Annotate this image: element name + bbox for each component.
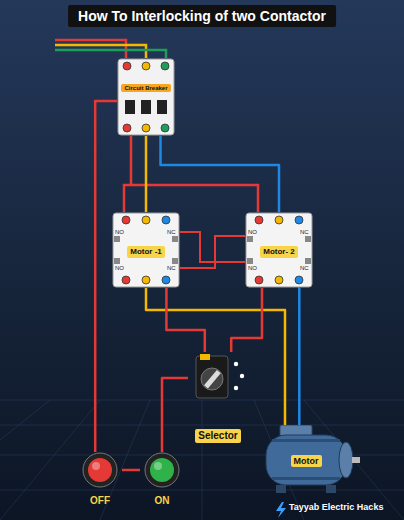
wire-path xyxy=(146,288,285,425)
power-wires xyxy=(124,136,258,212)
wire-path xyxy=(231,288,262,352)
contact-label: NC xyxy=(167,265,176,272)
wire xyxy=(122,470,140,471)
contact-label: NC xyxy=(167,229,176,236)
wire xyxy=(146,136,147,212)
contactor: Motor- 2 xyxy=(245,212,313,288)
title: How To Interlocking of two Contactor xyxy=(68,5,336,27)
circuit-breaker-shape xyxy=(117,58,175,136)
node-label: Motor xyxy=(291,455,322,467)
selector-switch: Selector xyxy=(188,352,248,448)
motor: Motor xyxy=(252,425,362,497)
contact-label: NO xyxy=(115,229,124,236)
floor-grid xyxy=(0,400,404,520)
wire-path xyxy=(161,136,280,212)
wire-path xyxy=(166,288,204,352)
logo-bolt xyxy=(276,502,286,518)
node-label: Motor -1 xyxy=(127,246,165,257)
contactor: Motor -1 xyxy=(112,212,180,288)
wire xyxy=(146,288,285,425)
wire xyxy=(162,378,188,452)
node-label: ON xyxy=(155,495,170,507)
watermark: Tayyab Electric Hacks xyxy=(289,503,383,513)
wire xyxy=(161,136,280,212)
supply-wires xyxy=(55,40,166,58)
contact-label: NO xyxy=(115,265,124,272)
contact-label: NC xyxy=(300,229,309,236)
interlock-wires xyxy=(180,232,245,268)
push-button: ON xyxy=(140,452,184,510)
wire-path xyxy=(162,378,188,452)
contact-label: NC xyxy=(300,265,309,272)
node-label: Motor- 2 xyxy=(260,246,298,257)
node-label: OFF xyxy=(90,495,110,507)
wire xyxy=(299,288,300,425)
wire-path xyxy=(298,288,301,425)
contact-label: NO xyxy=(248,229,257,236)
wire-path xyxy=(145,136,148,212)
node-label: Selector xyxy=(195,429,240,443)
node-label: Circuit Breaker xyxy=(121,84,170,93)
wire-path xyxy=(122,469,140,472)
wire xyxy=(231,288,262,352)
circuit-breaker: Circuit Breaker xyxy=(117,58,175,136)
wire xyxy=(166,288,204,352)
contact-label: NO xyxy=(248,265,257,272)
push-button: OFF xyxy=(78,452,122,510)
